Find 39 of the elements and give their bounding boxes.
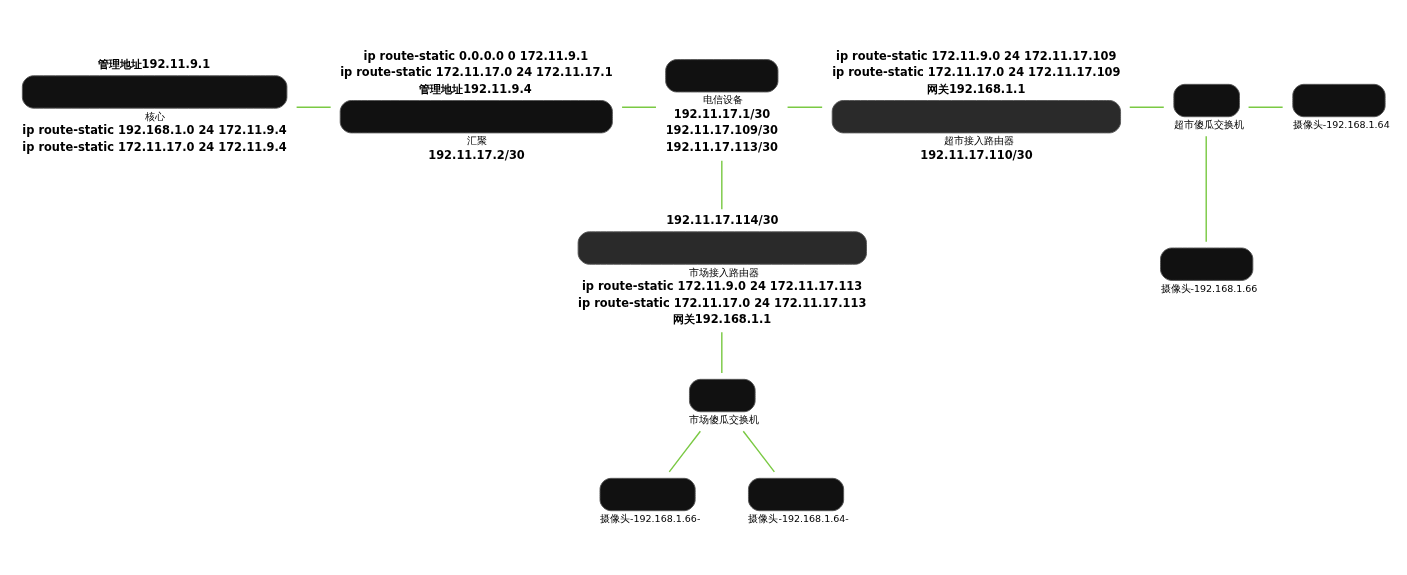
connector <box>742 430 776 473</box>
node-label: ip route-static 172.11.17.0 24 172.11.17.113 <box>578 295 867 310</box>
connector <box>295 105 332 108</box>
node-label: 192.11.17.2/30 <box>428 147 525 162</box>
node-label: 网关192.168.1.1 <box>672 311 772 326</box>
node-label: 超市傻瓜交换机 <box>1173 118 1244 130</box>
node-label: 管理地址192.11.9.4 <box>419 81 532 96</box>
node-label: 管理地址192.11.9.1 <box>97 56 211 71</box>
node-label: ip route-static 192.168.1.0 24 172.11.9.4 <box>22 122 287 137</box>
node-label: ip route-static 172.11.9.0 24 172.11.17.113 <box>581 278 863 293</box>
node-label: ip route-static 172.11.17.0 24 172.11.17.109 <box>832 64 1121 79</box>
connector <box>621 105 657 108</box>
node-label: 汇聚 <box>466 134 487 146</box>
node-label: 超市接入路由器 <box>943 134 1014 146</box>
node-label: 192.11.17.113/30 <box>665 139 779 154</box>
node-label: 网关192.168.1.1 <box>926 81 1026 96</box>
connector <box>721 331 723 374</box>
connector <box>668 430 702 473</box>
node-label: 摄像头-192.168.1.66- <box>600 512 701 524</box>
node-label: ip route-static 172.11.9.0 24 172.11.17.109 <box>836 48 1117 63</box>
node-label: 市场傻瓜交换机 <box>689 413 760 425</box>
node-label: 摄像头-192.168.1.66 <box>1160 282 1258 294</box>
node-label: 摄像头-192.168.1.64- <box>748 512 849 524</box>
node-label: 192.11.17.114/30 <box>666 212 779 227</box>
connector <box>1247 105 1284 108</box>
connector <box>721 159 723 210</box>
connector <box>786 105 823 108</box>
node-label: 核心 <box>145 110 166 122</box>
node-label: 电信设备 <box>702 93 743 105</box>
node-label: 192.11.17.110/30 <box>920 147 1033 162</box>
connector <box>1129 105 1165 108</box>
node-label: 192.11.17.1/30 <box>673 106 771 121</box>
node-label: ip route-static 172.11.17.0 24 172.11.17.1 <box>340 64 613 79</box>
node-label: 市场接入路由器 <box>689 266 760 278</box>
node-label: 摄像头-192.168.1.64 <box>1292 118 1390 130</box>
node-label: ip route-static 172.11.17.0 24 172.11.9.4 <box>22 139 287 154</box>
node-label: ip route-static 0.0.0.0 0 172.11.9.1 <box>363 48 589 63</box>
node-label: 192.11.17.109/30 <box>665 122 779 137</box>
connector <box>1205 135 1207 242</box>
